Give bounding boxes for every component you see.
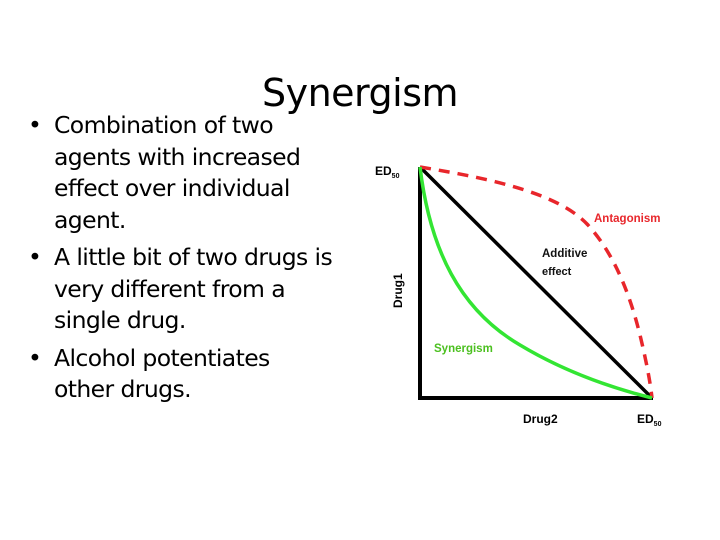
bullet-text: Alcohol potentiates other drugs.: [54, 343, 270, 404]
bullet-glyph: •: [28, 343, 42, 372]
additive-line: [418, 165, 654, 400]
y-intercept-label: ED50: [375, 164, 400, 180]
bullet-text: Combination of two agents with increased…: [54, 111, 301, 234]
bullet-glyph: •: [28, 243, 42, 271]
additive-label-line2: effect: [542, 266, 572, 278]
bullet-item: • Combination of two agents with increas…: [26, 110, 336, 236]
y-axis-label: Drug1: [391, 273, 405, 308]
additive-label-line1: Additive: [542, 248, 587, 260]
synergism-curve: [418, 166, 653, 400]
isobologram-diagram: ED50 ED50 Drug2 Drug1 Antagonism Additiv…: [330, 120, 710, 440]
bullet-item: • A little bit of two drugs is very diff…: [26, 242, 336, 337]
bullet-list: • Combination of two agents with increas…: [26, 110, 336, 412]
slide-title: Synergism: [261, 71, 459, 116]
bullet-text: A little bit of two drugs is very differ…: [54, 243, 333, 334]
x-axis-label: Drug2: [523, 412, 558, 426]
bullet-glyph: •: [28, 111, 42, 139]
x-intercept-label: ED50: [637, 412, 662, 428]
antagonism-curve: [419, 165, 654, 399]
bullet-item: • Alcohol potentiates other drugs.: [26, 343, 336, 406]
synergism-label: Synergism: [434, 343, 493, 355]
antagonism-label: Antagonism: [594, 213, 660, 225]
